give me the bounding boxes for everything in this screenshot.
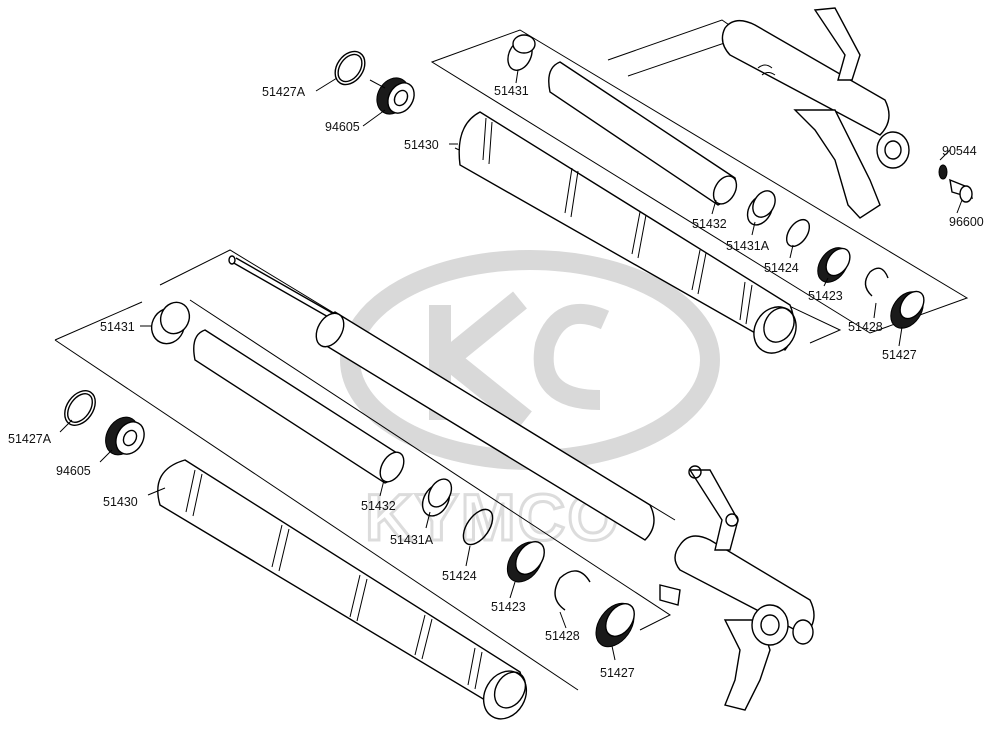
fork-leg-casting-upper: [721, 7, 910, 219]
inner-tube-part-51432: [193, 329, 405, 484]
callout-label: 51424: [442, 569, 477, 583]
callout-label: 51427A: [8, 432, 52, 446]
dust-seal-part-51427: [595, 602, 635, 648]
washer-part-51424: [785, 218, 811, 248]
bushing-part-51431A: [746, 190, 776, 226]
callout-label: 51427: [600, 666, 635, 680]
dust-seal-part-51427: [890, 290, 925, 329]
outer-tube-part-51430: [157, 459, 528, 720]
o-ring-part-51427A: [334, 50, 366, 86]
kymco-watermark: KYMCO: [340, 250, 720, 556]
callout-label: 51431: [100, 320, 135, 334]
callout-label: 94605: [325, 120, 360, 134]
callout-label: 51431A: [726, 239, 770, 253]
upper-fork-assembly: 51427A 94605 51431 51430 51432 51431A 51…: [262, 7, 984, 362]
bushing-part-51431: [150, 301, 191, 345]
callout-label: 51430: [404, 138, 439, 152]
callout-label: 51431: [494, 84, 529, 98]
callout-label: 51432: [692, 217, 727, 231]
washer-part-90544: [938, 164, 948, 180]
callout-label: 51423: [491, 600, 526, 614]
callout-label: 90544: [942, 144, 977, 158]
callout-label: 51427: [882, 348, 917, 362]
oil-seal-part-51423: [817, 247, 851, 283]
washer-part-51424: [462, 508, 494, 546]
callout-label: 51424: [764, 261, 799, 275]
oil-seal-part-51423: [506, 541, 545, 583]
cap-bolt-part-94605: [105, 416, 145, 456]
callout-label: 96600: [949, 215, 984, 229]
cap-bolt-part-94605: [369, 77, 415, 115]
bolt-part-96600: [949, 178, 973, 203]
callout-label: 51428: [545, 629, 580, 643]
callout-label: 51427A: [262, 85, 306, 99]
callout-label: 51428: [848, 320, 883, 334]
o-ring-part-51427A: [64, 390, 96, 426]
callout-label: 51430: [103, 495, 138, 509]
callout-label: 51423: [808, 289, 843, 303]
inner-tube-part-51432: [548, 61, 738, 206]
circlip-part-51428: [554, 570, 591, 611]
callout-label: 51431A: [390, 533, 434, 547]
bushing-part-51431: [507, 34, 536, 71]
bushing-part-51431A: [421, 478, 453, 517]
callout-label: 51432: [361, 499, 396, 513]
damper-rod: [228, 255, 655, 541]
lower-fork-assembly: 51431 51427A 94605 51430 51432 51431A 51…: [8, 249, 815, 720]
outer-tube-part-51430: [458, 111, 797, 354]
fork-leg-casting-lower: [659, 465, 815, 711]
circlip-part-51428: [864, 267, 889, 297]
callout-label: 94605: [56, 464, 91, 478]
